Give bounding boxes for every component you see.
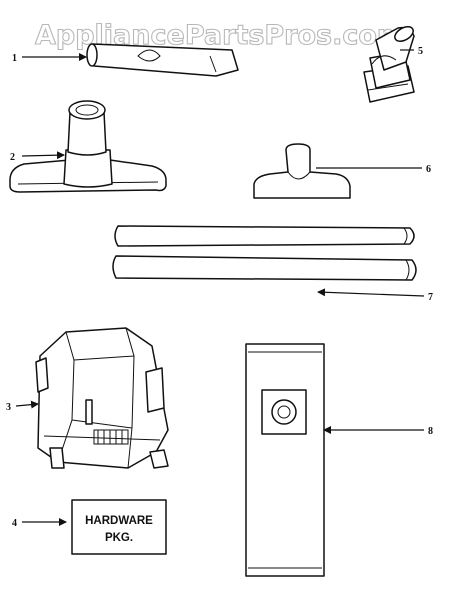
part-1-crevice-tool xyxy=(86,43,239,77)
callout-8: 8 xyxy=(428,426,433,437)
hardware-label-line1: HARDWARE xyxy=(85,515,153,527)
callout-6: 6 xyxy=(426,164,431,175)
callout-5: 5 xyxy=(418,46,423,57)
part-8-dust-bag xyxy=(245,343,325,577)
callout-2: 2 xyxy=(10,152,15,163)
leader-3 xyxy=(15,400,39,409)
callout-4: 4 xyxy=(12,518,17,529)
part-2-floor-tool xyxy=(9,100,167,193)
callout-3: 3 xyxy=(6,402,11,413)
part-5-swivel-adapter xyxy=(363,26,415,103)
part-6-upholstery-tool xyxy=(253,143,351,199)
callout-1: 1 xyxy=(12,53,17,64)
callout-7: 7 xyxy=(428,292,433,303)
leader-7 xyxy=(317,288,425,297)
part-4-hardware-package: HARDWARE PKG. xyxy=(71,499,167,555)
part-3-bracket-housing xyxy=(35,327,169,469)
leader-2 xyxy=(21,151,65,160)
hardware-label-line2: PKG. xyxy=(105,532,133,544)
part-7-extension-wands xyxy=(112,225,417,281)
